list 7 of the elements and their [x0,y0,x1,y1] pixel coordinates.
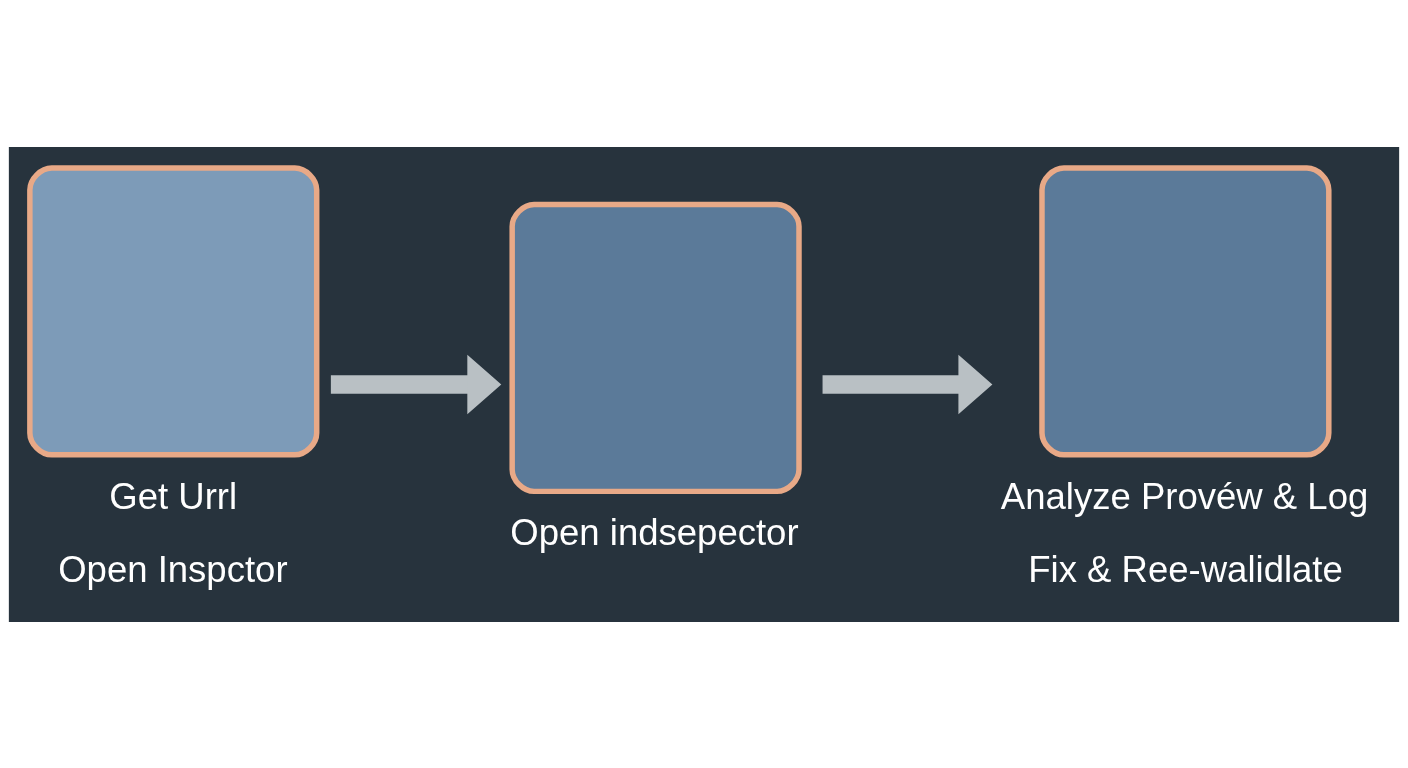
node-label: Open Inspctor [58,548,288,590]
arrow [822,354,993,414]
arrow [330,354,502,414]
node-label: Analyze Provéw & Log [1000,475,1369,517]
node-label: Get Urrl [109,475,238,517]
node-label: Fix & Ree-walidlate [1028,548,1343,590]
node-label: Open indsepector [510,511,799,553]
